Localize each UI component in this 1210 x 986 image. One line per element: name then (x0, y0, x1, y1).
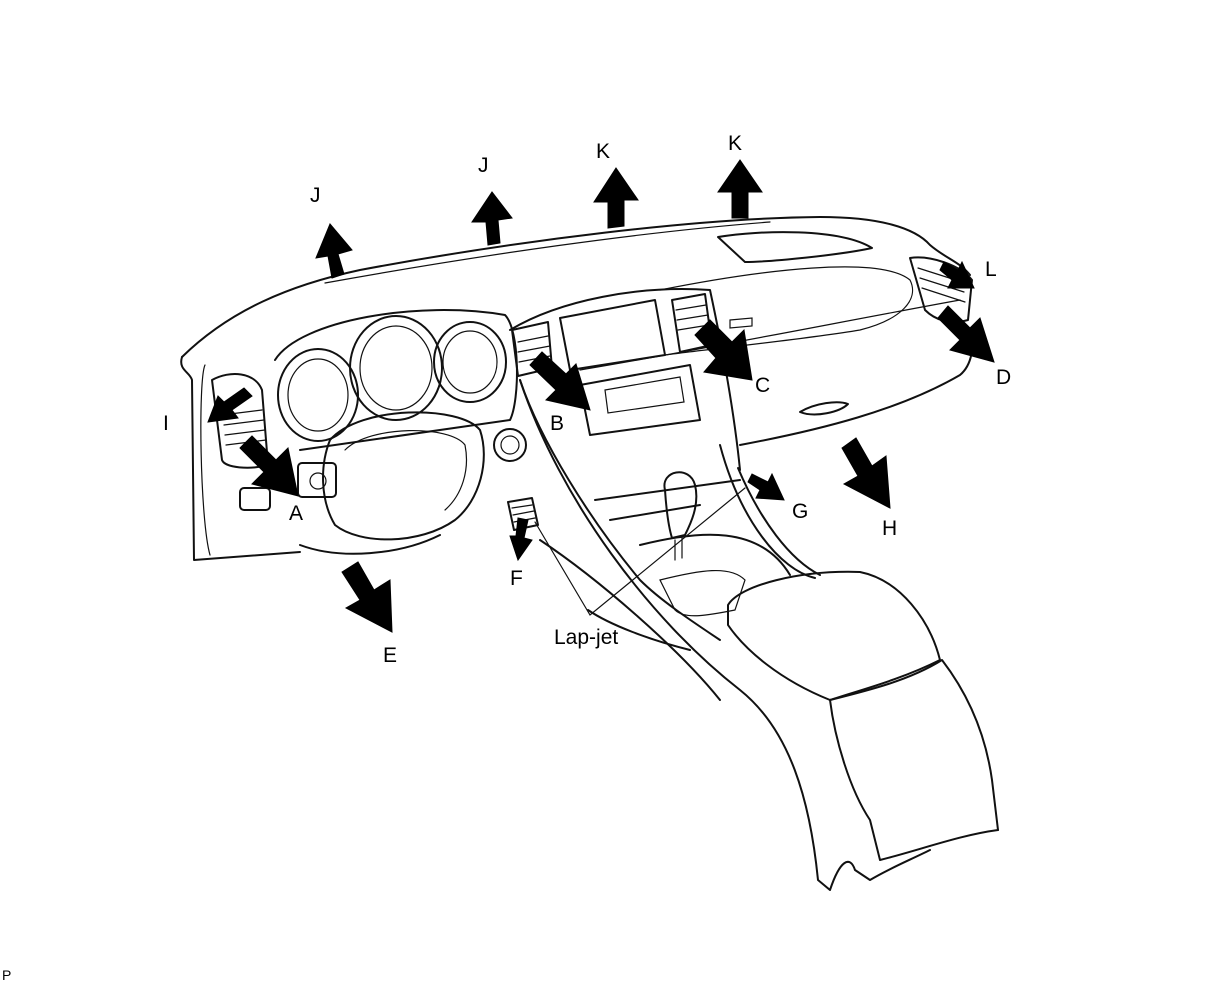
label-f: F (510, 567, 523, 590)
label-k-right: K (728, 132, 742, 155)
label-e: E (383, 644, 397, 667)
label-lap-jet: Lap-jet (554, 626, 618, 649)
arrow-right-icon (939, 260, 975, 289)
arrow-down-right-icon (694, 319, 753, 381)
arrow-up-icon (471, 191, 513, 246)
label-l: L (985, 258, 997, 281)
callout-labels: A B C D E F G H I J J K K L Lap-jet P (2, 132, 1011, 983)
label-j-left: J (310, 184, 321, 207)
arrow-down-left-icon (207, 387, 253, 423)
arrow-down-right-icon (529, 351, 591, 411)
label-i: I (163, 412, 169, 435)
label-j-center: J (478, 154, 489, 177)
label-b: B (550, 412, 564, 435)
label-h: H (882, 517, 897, 540)
left-vent (211, 373, 527, 511)
arrow-down-icon (509, 517, 533, 562)
arrow-down-right-icon (841, 437, 891, 509)
arrow-down-right-icon (239, 435, 299, 497)
label-k-center: K (596, 140, 610, 163)
label-d: D (996, 366, 1011, 389)
label-a: A (289, 502, 303, 525)
right-vent (909, 256, 973, 323)
gauge-cluster (274, 309, 518, 451)
center-stack (509, 288, 791, 641)
arrow-right-icon (747, 472, 785, 501)
airflow-arrows (207, 159, 995, 633)
label-g: G (792, 500, 808, 523)
label-c: C (755, 374, 770, 397)
steering-wheel (299, 411, 485, 555)
arrow-up-icon (717, 159, 763, 219)
arrow-down-right-icon (341, 561, 393, 633)
arrow-up-icon (593, 167, 639, 229)
lap-jet-vents (507, 487, 746, 616)
center-console (519, 379, 999, 891)
arrow-up-icon (315, 223, 353, 279)
gear-shifter (659, 471, 746, 617)
corner-mark: P (2, 967, 11, 983)
arrow-down-right-icon (937, 305, 995, 363)
